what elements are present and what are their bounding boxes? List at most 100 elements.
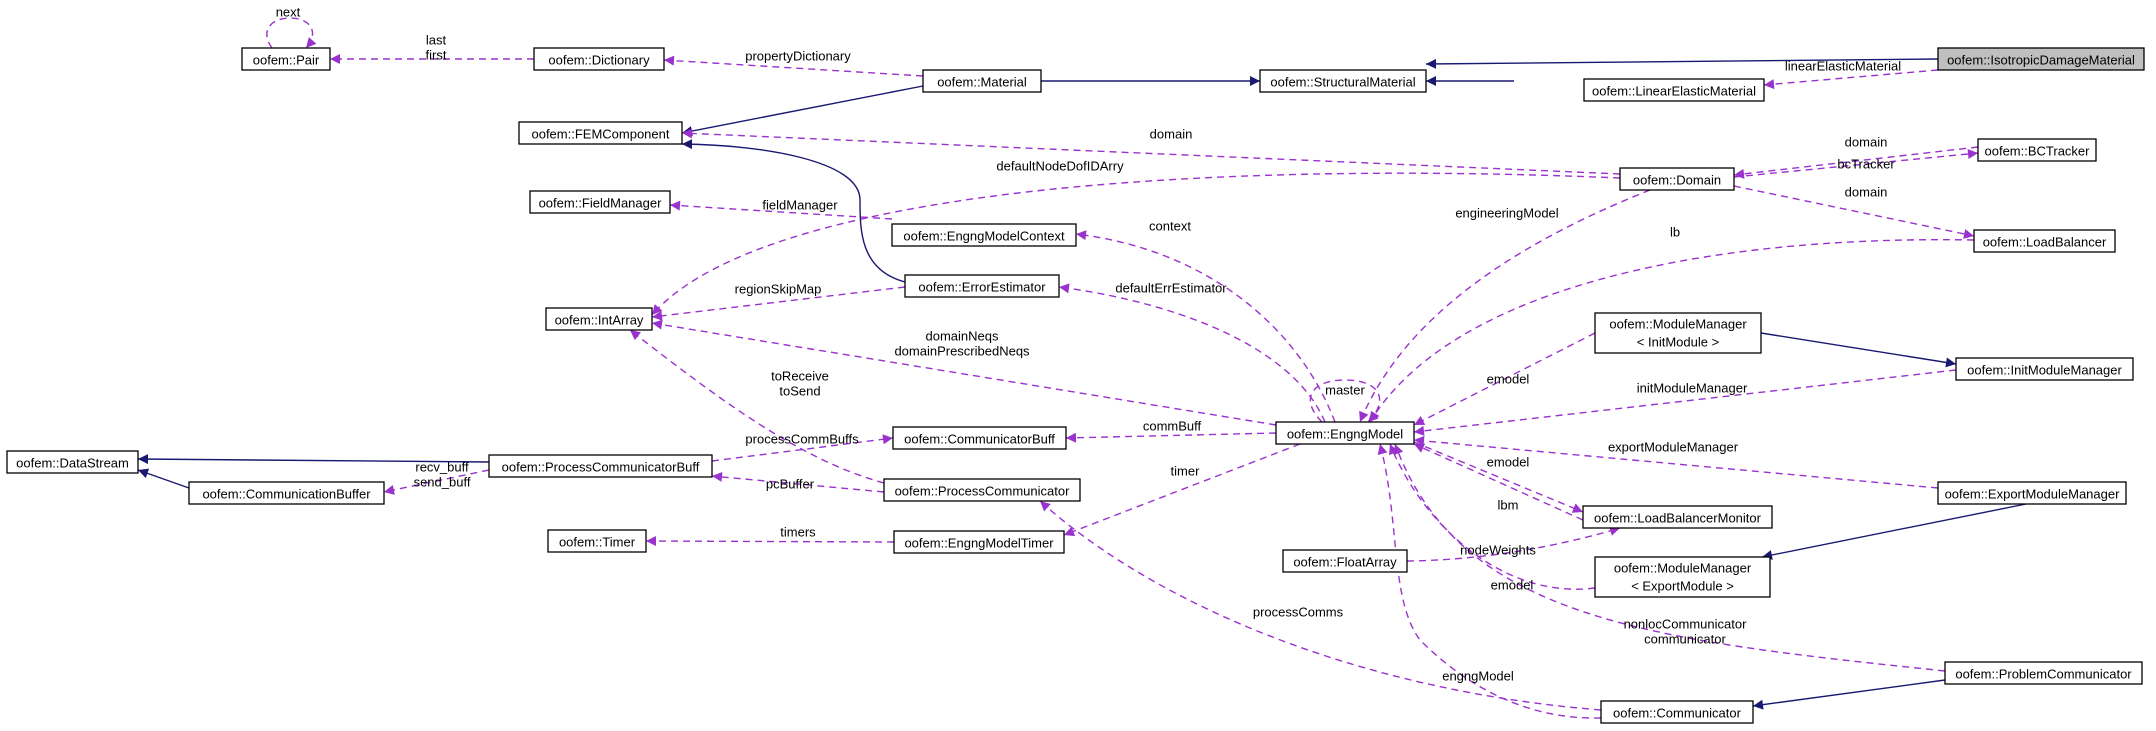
class-node-errorestimator[interactable]: oofem::ErrorEstimator — [904, 274, 1060, 298]
class-name: oofem::IntArray — [555, 313, 644, 328]
class-name: oofem::Communicator — [1613, 706, 1742, 721]
class-node-engngcontext[interactable]: oofem::EngngModelContext — [891, 223, 1077, 247]
usage-edge-commbuffer-procommbuff — [383, 469, 490, 495]
class-node-floatarray[interactable]: oofem::FloatArray — [1282, 549, 1408, 573]
usage-edge-intarray-processcomm — [629, 329, 885, 484]
edge-label: initModuleManager — [1637, 381, 1748, 396]
class-node-engngmodel[interactable]: oofem::EngngModel — [1275, 421, 1415, 445]
class-box[interactable] — [891, 223, 1077, 247]
class-box[interactable] — [892, 426, 1067, 450]
class-node-problemcomm[interactable]: oofem::ProblemCommunicator — [1944, 661, 2143, 685]
edge-label: propertyDictionary — [745, 49, 851, 64]
class-node-datastream[interactable]: oofem::DataStream — [6, 450, 139, 474]
class-node-domain[interactable]: oofem::Domain — [1619, 167, 1735, 191]
edge-label: processComms — [1253, 605, 1344, 620]
usage-edge-bctracker-domain — [1733, 146, 1979, 179]
class-node-communicatorbuff[interactable]: oofem::CommunicatorBuff — [892, 426, 1067, 450]
edge-label: engngModel — [1442, 669, 1514, 684]
class-box[interactable] — [241, 47, 331, 71]
class-node-modmgrexport[interactable]: oofem::ModuleManager< ExportModule > — [1594, 556, 1771, 598]
class-node-engngtimer[interactable]: oofem::EngngModelTimer — [893, 530, 1065, 554]
class-box[interactable] — [545, 307, 653, 331]
class-node-communicator[interactable]: oofem::Communicator — [1600, 700, 1754, 724]
class-box[interactable] — [1937, 47, 2145, 71]
class-node-femcomponent[interactable]: oofem::FEMComponent — [518, 121, 683, 145]
edge-label: emodel — [1487, 455, 1530, 470]
usage-edge-exportmodmgr-engngmodel — [1413, 435, 1939, 489]
usage-edge-domain-loadbalancer — [1733, 185, 1975, 239]
usage-edge-engngmodel-modmgrinit — [1413, 332, 1596, 426]
inheritance-edge-modmgrexport-exportmodmgr — [1761, 503, 2027, 560]
class-box[interactable] — [1977, 138, 2097, 162]
class-node-intarray[interactable]: oofem::IntArray — [545, 307, 653, 331]
class-box[interactable] — [1937, 481, 2127, 505]
class-box[interactable] — [518, 121, 683, 145]
class-box[interactable] — [1282, 549, 1408, 573]
class-box[interactable] — [1619, 167, 1735, 191]
class-box[interactable] — [188, 481, 385, 505]
class-box[interactable] — [1275, 421, 1415, 445]
class-name: oofem::EngngModelTimer — [904, 536, 1054, 551]
class-name: oofem::InitModuleManager — [1967, 363, 2122, 378]
class-node-structural[interactable]: oofem::StructuralMaterial — [1259, 69, 1427, 93]
edge-label: defaultErrEstimator — [1115, 281, 1227, 296]
class-node-bctracker[interactable]: oofem::BCTracker — [1977, 138, 2097, 162]
class-node-dictionary[interactable]: oofem::Dictionary — [533, 47, 665, 71]
class-box[interactable] — [6, 450, 139, 474]
usage-edge-errorestimator-engngmodel — [1058, 283, 1326, 423]
edge-label: timers — [780, 525, 816, 540]
class-box[interactable] — [883, 478, 1081, 502]
class-box[interactable] — [1582, 505, 1773, 529]
class-node-lbmonitor[interactable]: oofem::LoadBalancerMonitor — [1582, 505, 1773, 529]
class-box[interactable] — [1583, 78, 1765, 102]
usage-edge-lbmonitor-engngmodel — [1413, 443, 1584, 521]
class-box[interactable] — [1594, 556, 1771, 598]
class-box[interactable] — [1600, 700, 1754, 724]
class-node-linelastic[interactable]: oofem::LinearElasticMaterial — [1583, 78, 1765, 102]
edge-label: context — [1149, 219, 1191, 234]
inheritance-edge-structural-isotropic — [1425, 58, 1939, 69]
class-node-material[interactable]: oofem::Material — [922, 69, 1042, 93]
edge-label: exportModuleManager — [1608, 440, 1739, 455]
edge-label-layer: linearElasticMaterialpropertyDictionaryl… — [276, 5, 1902, 684]
class-node-modmgrinit[interactable]: oofem::ModuleManager< InitModule > — [1594, 312, 1762, 354]
usage-edge-engngtimer-engngmodel — [1063, 443, 1301, 537]
class-box[interactable] — [1955, 357, 2134, 381]
class-box[interactable] — [922, 69, 1042, 93]
usage-edge-communicatorbuff-engngmodel — [1065, 432, 1277, 443]
edge-label: regionSkipMap — [735, 282, 822, 297]
class-name: oofem::ErrorEstimator — [918, 280, 1046, 295]
class-box[interactable] — [1259, 69, 1427, 93]
edge-label: defaultNodeDofIDArry — [996, 159, 1124, 174]
class-node-timer[interactable]: oofem::Timer — [547, 529, 647, 553]
class-box[interactable] — [488, 454, 713, 478]
usage-edge-linelastic-isotropic — [1763, 69, 1939, 90]
usage-edge-fieldmanager-engngcontext — [669, 200, 893, 220]
class-box[interactable] — [904, 274, 1060, 298]
edge-label: toReceive — [771, 369, 829, 384]
class-box[interactable] — [547, 529, 647, 553]
usage-edge-engngmodel-lbmonitor — [1413, 441, 1584, 513]
class-box[interactable] — [893, 530, 1065, 554]
class-node-loadbalancer[interactable]: oofem::LoadBalancer — [1973, 229, 2116, 253]
class-box[interactable] — [533, 47, 665, 71]
class-node-pair[interactable]: oofem::Pair — [241, 47, 331, 71]
class-name: oofem::FieldManager — [539, 196, 663, 211]
edge-label: communicator — [1644, 632, 1726, 647]
class-name: oofem::ModuleManager — [1609, 317, 1747, 332]
class-name: oofem::ProcessCommunicator — [895, 484, 1071, 499]
class-node-processcomm[interactable]: oofem::ProcessCommunicator — [883, 478, 1081, 502]
class-box[interactable] — [1944, 661, 2143, 685]
class-node-isotropic[interactable]: oofem::IsotropicDamageMaterial — [1937, 47, 2145, 71]
class-node-exportmodmgr[interactable]: oofem::ExportModuleManager — [1937, 481, 2127, 505]
class-name: oofem::ExportModuleManager — [1945, 487, 2121, 502]
class-node-procommbuff[interactable]: oofem::ProcessCommunicatorBuff — [488, 454, 713, 478]
class-node-commbuffer[interactable]: oofem::CommunicationBuffer — [188, 481, 385, 505]
class-node-initmodmgr[interactable]: oofem::InitModuleManager — [1955, 357, 2134, 381]
class-name: oofem::EngngModelContext — [903, 229, 1065, 244]
class-box[interactable] — [1973, 229, 2116, 253]
class-box[interactable] — [1594, 312, 1762, 354]
class-box[interactable] — [529, 190, 671, 214]
edge-label: domainNeqs — [926, 329, 999, 344]
class-node-fieldmanager[interactable]: oofem::FieldManager — [529, 190, 671, 214]
